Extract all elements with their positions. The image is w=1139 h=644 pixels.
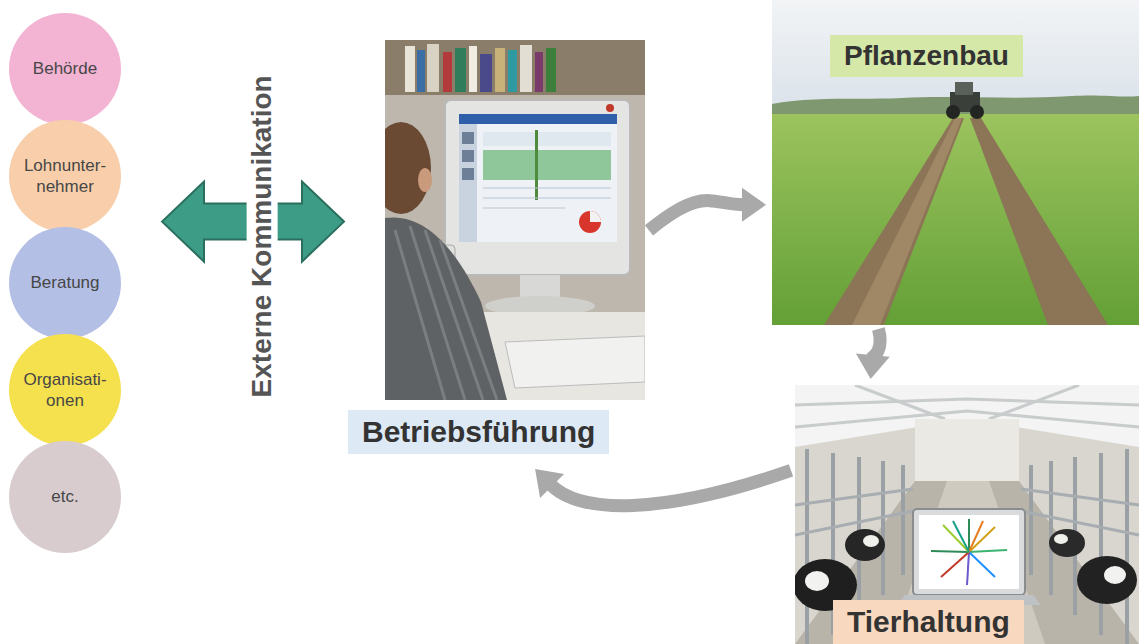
arrow-head — [535, 469, 564, 498]
circle-text-box: Organisati- onen — [8, 333, 122, 447]
circle-fill — [9, 227, 121, 339]
circle-label: etc. — [51, 486, 78, 507]
circle-label: Behörde — [33, 58, 97, 79]
circle-text-box: etc. — [8, 440, 122, 554]
organisation-circle: Organisati- onen — [8, 333, 122, 447]
circle-fill — [9, 441, 121, 553]
arrow-line — [551, 470, 791, 505]
crop-node: Pflanzenbau — [772, 0, 1139, 325]
agency-circle: Behörde — [8, 12, 122, 126]
circle-text-box: Lohnunter- nehmer — [8, 119, 122, 233]
circle-label: Organisati- onen — [19, 369, 111, 412]
circle-label: Beratung — [31, 272, 100, 293]
section-label: Pflanzenbau — [830, 35, 1023, 77]
circle-fill — [9, 13, 121, 125]
circle-shape — [8, 119, 122, 233]
circle-label: Lohnunter- nehmer — [19, 155, 111, 198]
flow-arrow — [535, 469, 791, 506]
livestock-node: Tierhaltung — [795, 385, 1139, 644]
circle-fill — [9, 334, 121, 446]
section-label: Tierhaltung — [833, 600, 1024, 644]
contractor-circle: Lohnunter- nehmer — [8, 119, 122, 233]
flow-arrow — [856, 329, 890, 379]
arrow-head — [742, 188, 766, 222]
advisory-circle: Beratung — [8, 226, 122, 340]
flow-arrow — [649, 188, 766, 231]
circle-text-box: Behörde — [8, 12, 122, 126]
arrow-line — [873, 329, 880, 357]
arrow-line — [649, 201, 744, 231]
section-label: Betriebsführung — [348, 410, 609, 454]
circle-shape — [8, 333, 122, 447]
circle-fill — [9, 120, 121, 232]
office-photo — [385, 40, 645, 400]
other-circle: etc. — [8, 440, 122, 554]
arrow-head — [856, 354, 890, 379]
side-label: Externe Kommunikation — [247, 71, 278, 401]
management-node: Betriebsführung — [348, 40, 645, 463]
circle-text-box: Beratung — [8, 226, 122, 340]
